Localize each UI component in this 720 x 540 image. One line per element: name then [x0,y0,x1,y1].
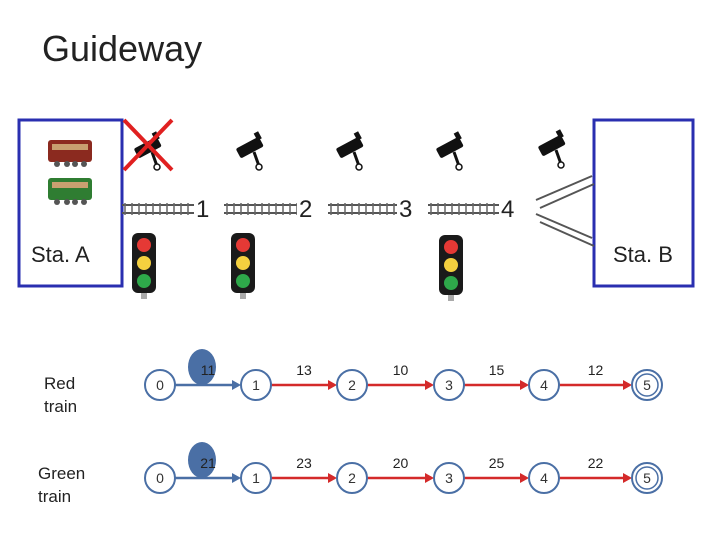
red-coach-icon [48,140,92,167]
segment-label-4: 4 [499,196,517,224]
node-label: 4 [540,470,548,486]
segment-label-3: 3 [397,196,415,224]
edge-value: 23 [296,455,312,471]
traffic-light-icon [231,233,255,299]
edge-value: 21 [200,455,216,471]
edge-value: 11 [201,362,216,378]
camera-icon [234,129,266,172]
edge-value: 12 [588,362,604,378]
timeline-node [528,462,560,494]
edge-value: 10 [393,362,409,378]
arrow-head [520,473,529,483]
traffic-light-icon [439,235,463,301]
station-b-box [592,118,695,288]
arrow-head [520,380,529,390]
node-label: 5 [643,470,651,486]
edge-value: 15 [489,362,505,378]
timeline-node [336,462,368,494]
arrow-head [232,473,241,483]
track-ties [124,203,502,215]
arrow-head [328,473,337,483]
node-label: 3 [445,470,453,486]
camera-icon [334,129,366,172]
node-label: 1 [252,377,260,393]
edge-value: 20 [393,455,409,471]
timeline-node [240,369,272,401]
arrow-head [425,380,434,390]
station-a-label: Sta. A [31,242,90,267]
timeline-node [433,462,465,494]
arrow-head [328,380,337,390]
timeline-node [336,369,368,401]
x-mark-icon [122,118,174,172]
node-label: 2 [348,470,356,486]
arrow-head [623,473,632,483]
timeline-node [433,369,465,401]
station-a-box [17,118,124,288]
traffic-light-icon [132,233,156,299]
node-label: 0 [156,470,164,486]
timeline-node [240,462,272,494]
edge-value: 13 [296,362,312,378]
arrow-head [425,473,434,483]
final-node-ring [635,373,659,397]
edge-value: 22 [588,455,604,471]
node-label: 0 [156,377,164,393]
green-coach-icon [48,178,92,205]
final-node-ring [635,466,659,490]
segment-label-2: 2 [297,196,315,224]
camera-icon [434,129,466,172]
node-label: 1 [252,470,260,486]
node-label: 5 [643,377,651,393]
rail-track-icon [121,175,595,247]
page-title: Guideway [42,28,203,69]
node-label: 2 [348,377,356,393]
timeline-node [144,462,176,494]
camera-icon [536,127,568,170]
arrow-head [232,380,241,390]
station-b-label: Sta. B [613,242,673,267]
train-position-marker [188,442,216,478]
segment-label-1: 1 [194,196,212,224]
node-label: 4 [540,377,548,393]
arrow-head [623,380,632,390]
train-position-marker [188,349,216,385]
edge-value: 25 [489,455,505,471]
node-label: 3 [445,377,453,393]
timeline-node [528,369,560,401]
timeline-node [144,369,176,401]
